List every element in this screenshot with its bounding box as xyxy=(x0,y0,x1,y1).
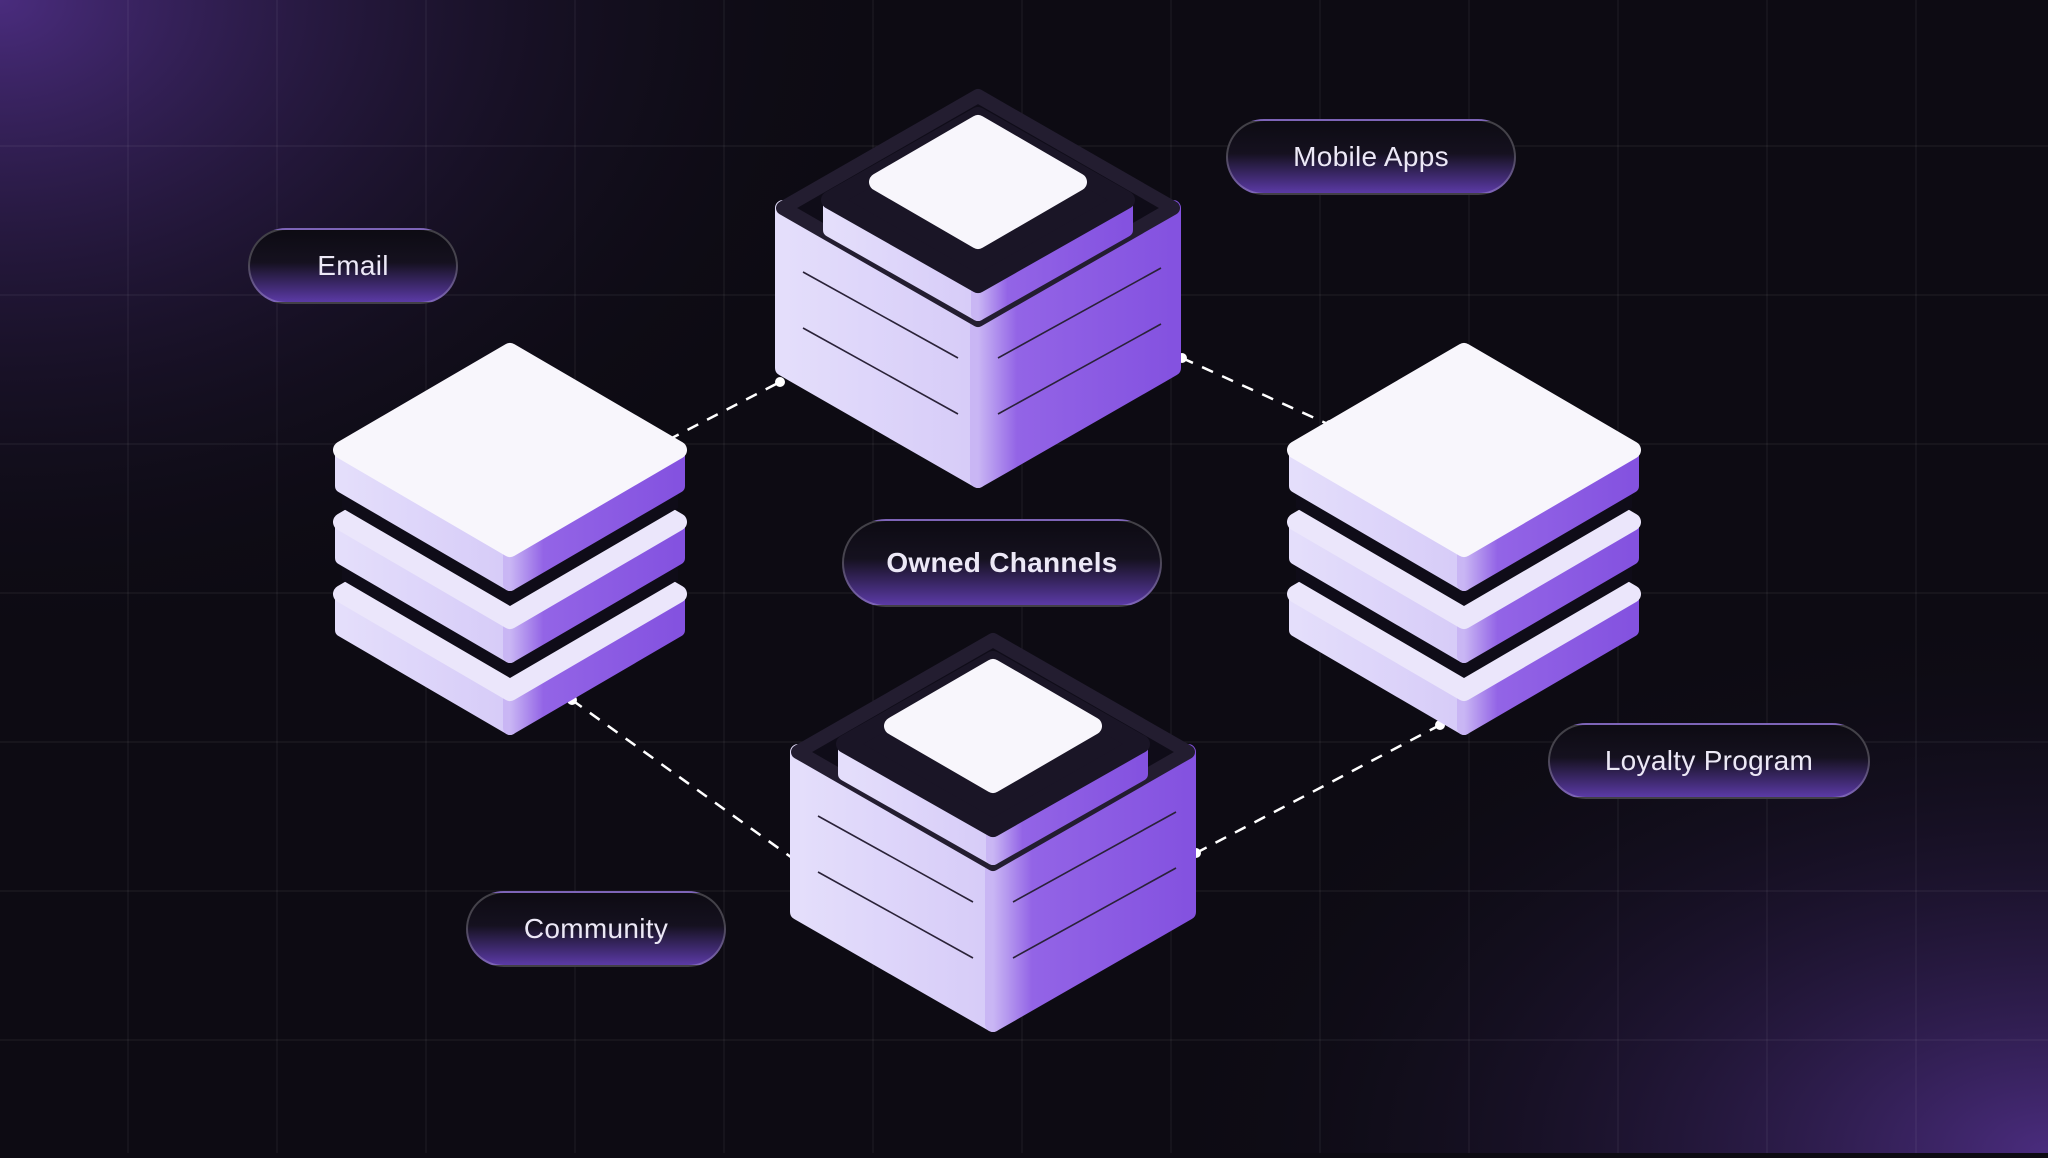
label-community: Community xyxy=(466,891,726,967)
stack-mobile-apps xyxy=(775,89,1181,488)
block-groove xyxy=(817,871,974,959)
block-lid xyxy=(884,659,1102,793)
block-groove xyxy=(1012,811,1177,903)
stack-email xyxy=(333,343,687,735)
label-loyalty-program: Loyalty Program xyxy=(1548,723,1870,799)
connector-dot xyxy=(775,377,785,387)
block-groove xyxy=(1012,867,1177,959)
block-lid xyxy=(869,115,1087,249)
label-owned-channels: Owned Channels xyxy=(842,519,1162,607)
stack-layer xyxy=(1287,343,1641,591)
block-groove xyxy=(802,327,959,415)
stacks xyxy=(333,89,1641,1032)
slab-top xyxy=(869,115,1087,249)
stack-layer xyxy=(333,343,687,591)
stack-loyalty-program xyxy=(1287,343,1641,735)
label-email: Email xyxy=(248,228,458,304)
connector-line xyxy=(571,698,796,862)
label-mobile-apps: Mobile Apps xyxy=(1226,119,1516,195)
connector-line xyxy=(1181,356,1331,427)
block-groove xyxy=(802,271,959,359)
slab-top xyxy=(884,659,1102,793)
block-groove xyxy=(817,815,974,903)
slab-top xyxy=(1287,343,1641,557)
connector-line xyxy=(1195,723,1441,855)
stack-community xyxy=(790,633,1196,1032)
block-groove xyxy=(997,267,1162,359)
slab-top xyxy=(333,343,687,557)
block-groove xyxy=(997,323,1162,415)
